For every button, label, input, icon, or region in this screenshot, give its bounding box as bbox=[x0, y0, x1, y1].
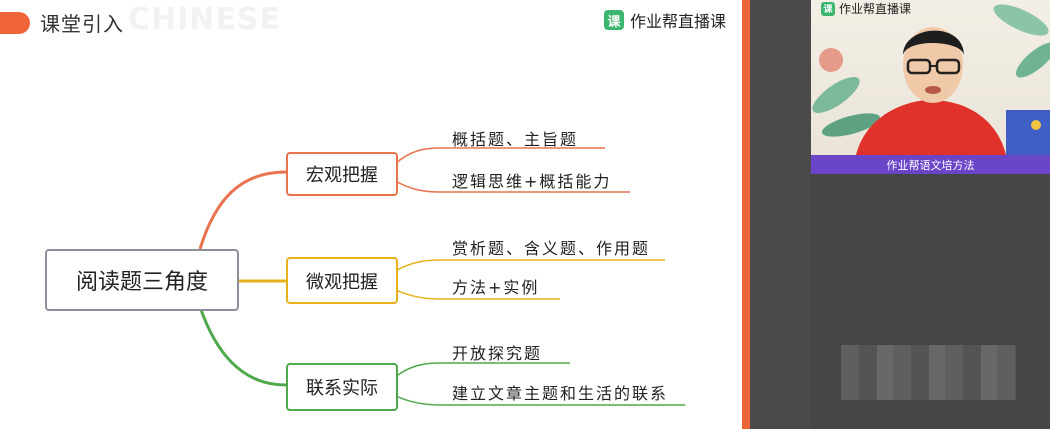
leaf-macro-1: 概括题、主旨题 bbox=[452, 130, 579, 149]
video-brand-name: 作业帮直播课 bbox=[839, 2, 912, 16]
branch-real: 联系实际 bbox=[286, 363, 398, 411]
connector-root-real bbox=[198, 306, 287, 387]
video-brand-icon: 课 bbox=[821, 1, 835, 16]
connector-micro-leaf-1 bbox=[393, 259, 665, 273]
leaf-micro-2: 方法+实例 bbox=[452, 278, 540, 297]
connector-macro-leaf-1 bbox=[393, 147, 605, 166]
blurred-region bbox=[841, 345, 1016, 400]
leaf-real-2: 建立文章主题和生活的联系 bbox=[452, 384, 669, 403]
leaf-micro-1: 赏析题、含义题、作用题 bbox=[452, 239, 651, 258]
connector-macro-leaf-2 bbox=[393, 179, 630, 193]
leaf-macro-2: 逻辑思维+概括能力 bbox=[452, 172, 612, 191]
slide: CHINESE 课堂引入 课 作业帮直播课 阅读题三角度 宏观把握 微观把握 联… bbox=[0, 0, 742, 429]
watermark-text: CHINESE bbox=[128, 2, 281, 37]
teacher-camera-feed: 课 作业帮直播课 bbox=[811, 0, 1050, 155]
connector-micro-leaf-2 bbox=[393, 288, 560, 300]
video-panel: 课 作业帮直播课 作业帮语文培方法 bbox=[811, 0, 1050, 429]
mindmap-root: 阅读题三角度 bbox=[45, 249, 239, 311]
brand-logo: 课 作业帮直播课 bbox=[604, 8, 726, 32]
video-brand-logo: 课 作业帮直播课 bbox=[821, 0, 911, 17]
branch-micro: 微观把握 bbox=[286, 257, 398, 304]
leaf-real-1: 开放探究题 bbox=[452, 344, 543, 363]
slide-frame: CHINESE 课堂引入 课 作业帮直播课 阅读题三角度 宏观把握 微观把握 联… bbox=[0, 0, 750, 429]
brand-icon: 课 bbox=[604, 10, 624, 30]
connector-real-leaf-2 bbox=[393, 394, 685, 406]
section-tab-marker bbox=[0, 12, 30, 34]
camera-scene-illustration bbox=[812, 4, 1050, 155]
mindmap-connectors bbox=[198, 147, 685, 406]
branch-macro: 宏观把握 bbox=[286, 152, 398, 196]
video-caption: 作业帮语文培方法 bbox=[811, 155, 1050, 174]
connector-real-leaf-1 bbox=[393, 362, 570, 379]
section-title: 课堂引入 bbox=[40, 12, 124, 36]
connector-root-macro bbox=[198, 170, 287, 250]
brand-name: 作业帮直播课 bbox=[630, 12, 727, 31]
